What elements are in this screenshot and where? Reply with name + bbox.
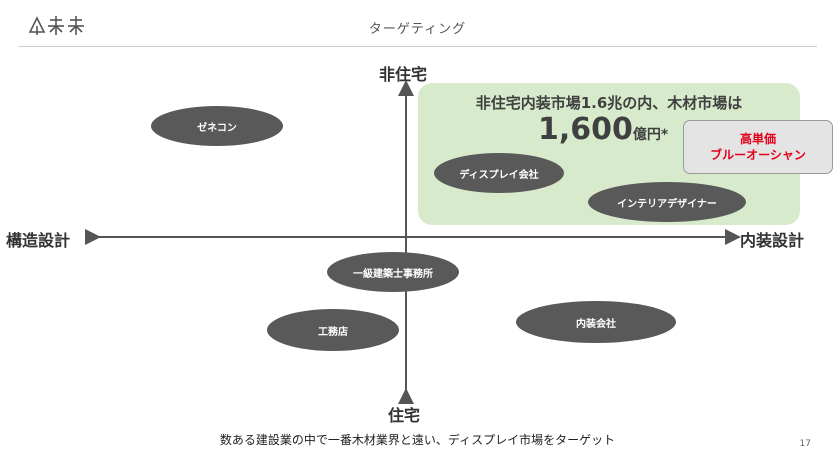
market-note-mark: * xyxy=(660,127,669,143)
segment-interior-company: 内装会社 xyxy=(516,301,676,343)
market-value: 1,600 xyxy=(538,112,633,147)
axis-label-right: 内装設計 xyxy=(740,231,805,250)
axis-label-top: 非住宅 xyxy=(379,65,428,84)
page-title: ターゲティング xyxy=(368,22,467,37)
header-divider xyxy=(18,46,817,47)
callout-line-1: 高単価 xyxy=(739,132,776,146)
market-headline: 非住宅内装市場1.6兆の内、木材市場は xyxy=(475,94,743,112)
blue-ocean-callout: 高単価 ブルーオーシャン xyxy=(683,120,833,174)
segment-interior-designer: インテリアデザイナー xyxy=(588,182,746,222)
segment-architect-office: 一級建築士事務所 xyxy=(327,252,459,292)
target-summary: 数ある建設業の中で一番木材業界と遠い、ディスプレイ市場をターゲット xyxy=(219,433,616,447)
tree-logo-icon xyxy=(28,16,84,35)
market-unit: 億円 xyxy=(632,127,661,143)
page-number: 17 xyxy=(799,439,811,449)
segment-builder: 工務店 xyxy=(267,309,399,351)
segment-display-company: ディスプレイ会社 xyxy=(434,153,564,193)
segment-zenecon: ゼネコン xyxy=(151,106,283,146)
axis-label-left: 構造設計 xyxy=(6,231,71,250)
callout-line-2: ブルーオーシャン xyxy=(710,148,806,162)
axis-label-bottom: 住宅 xyxy=(388,406,421,425)
market-figure: 1,600億円* xyxy=(538,112,668,147)
